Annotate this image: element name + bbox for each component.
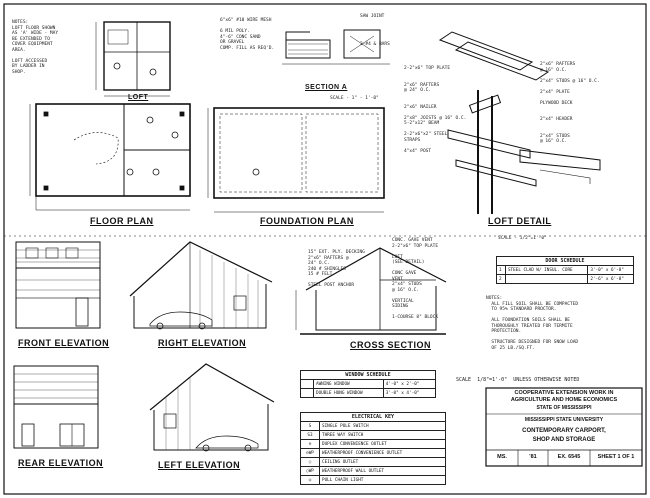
symbol-icon: ⊖ [300, 439, 320, 449]
electrical-desc: WEATHERPROOF CONVENIENCE OUTLET [319, 448, 446, 458]
drawing-scale: SCALE 1/8"=1'-0" UNLESS OTHERWISE NOTED [456, 377, 580, 383]
title-block-line3: STATE OF MISSISSIPPI [536, 405, 592, 411]
table-row: 2 2'-6" x 6'-8" [496, 274, 634, 284]
loft-title: LOFT [128, 94, 149, 101]
title-block-line6: SHOP AND STORAGE [532, 437, 596, 443]
title-block-line5: CONTEMPORARY CARPORT, [522, 428, 606, 434]
door-size: 2'-6" x 6'-8" [587, 274, 634, 284]
door-schedule-title: DOOR SCHEDULE [496, 256, 634, 266]
section-a-scale: SCALE - 1" - 1'-0" [330, 96, 379, 101]
title-block-rev: '81 [529, 454, 537, 460]
loft-detail-drawing [438, 31, 601, 214]
window-size: 3'-0" x 4'-0" [382, 388, 437, 398]
door-mark: 1 [496, 265, 506, 275]
symbol-icon: ○WP [300, 466, 320, 476]
general-notes: NOTES: ALL FILL SOIL SHALL BE COMPACTED … [486, 296, 579, 351]
title-block-plan-no: EX. 6545 [557, 454, 581, 460]
symbol-icon: ○ [300, 457, 320, 467]
window-mark [300, 379, 314, 389]
front-elevation-drawing [15, 241, 101, 329]
rear-elevation-title: REAR ELEVATION [18, 458, 104, 468]
foundation-plan-title: FOUNDATION PLAN [260, 216, 354, 226]
section-a-callouts: 6"x6" #10 WIRE MESH 6 MIL POLY. 4"-6" CO… [220, 18, 275, 51]
floor-plan-title: FLOOR PLAN [90, 216, 154, 226]
electrical-desc: THREE WAY SWITCH [319, 430, 446, 440]
electrical-desc: DUPLEX CONVENIENCE OUTLET [319, 439, 446, 449]
electrical-desc: WEATHERPROOF WALL OUTLET [319, 466, 446, 476]
electrical-key-title: ELECTRICAL KEY [300, 412, 446, 422]
title-block-ms: MS. [497, 454, 507, 460]
left-elevation-title: LEFT ELEVATION [158, 460, 241, 470]
table-row: ⊖DUPLEX CONVENIENCE OUTLET [300, 439, 446, 449]
electrical-desc: SINGLE POLE SWITCH [319, 421, 446, 431]
table-row: 1 STEEL CLAD W/ INSUL. CORE 3'-0" x 6'-8… [496, 265, 634, 275]
sheet-border [3, 3, 647, 495]
window-mark [300, 388, 314, 398]
symbol-icon: ⊖WP [300, 448, 320, 458]
loft-notes: NOTES: LOFT FLOOR SHOWN AS 'A' WIDE - MA… [12, 20, 59, 75]
window-desc: DOUBLE HUNG WINDOW [313, 388, 384, 398]
window-schedule: WINDOW SCHEDULE AWNING WINDOW 4'-0" x 2'… [300, 370, 437, 398]
table-row: DOUBLE HUNG WINDOW 3'-0" x 4'-0" [300, 388, 437, 398]
electrical-desc: PULL CHAIN LIGHT [319, 475, 446, 485]
symbol-icon: ◎ [300, 475, 320, 485]
window-desc: AWNING WINDOW [313, 379, 384, 389]
cross-section-right-notes: CONC. GAVE VENT 2-2"x6" TOP PLATE LOFT (… [392, 238, 439, 320]
window-schedule-title: WINDOW SCHEDULE [300, 370, 436, 380]
symbol-icon: S3 [300, 430, 320, 440]
floor-plan-drawing [29, 103, 191, 211]
loft-detail-notes: 2-2"x6" TOP PLATE 2"x6" RAFTERS @ 24" O.… [404, 66, 467, 154]
window-size: 4'-0" x 2'-0" [382, 379, 437, 389]
door-size: 3'-0" x 6'-8" [587, 265, 634, 275]
section-a-right-callouts: SAW JOINT 2-#4 & BARS [360, 14, 390, 47]
title-block-frame [485, 387, 643, 467]
right-elevation-title: RIGHT ELEVATION [158, 338, 247, 348]
cross-section-drawing [295, 247, 447, 335]
right-elevation-drawing [129, 241, 273, 330]
electrical-desc: CEILING OUTLET [319, 457, 446, 467]
loft-detail-title: LOFT DETAIL [488, 216, 552, 226]
loft-detail-notes-right: 2"x6" RAFTERS @ 16" O.C. 2"x4" STUDS @ 1… [540, 62, 600, 144]
title-block-sheet: SHEET 1 OF 1 [597, 454, 635, 460]
front-elevation-title: FRONT ELEVATION [18, 338, 110, 348]
foundation-plan-drawing [207, 107, 385, 213]
symbol-icon: S [300, 421, 320, 431]
loft-detail-scale: SCALE - 1/2"=1'-0" [498, 236, 547, 241]
title-block-line4: MISSISSIPPI STATE UNIVERSITY [524, 417, 604, 423]
door-desc: STEEL CLAD W/ INSUL. CORE [504, 265, 589, 275]
door-desc [504, 274, 589, 284]
title-block-line1: COOPERATIVE EXTENSION WORK IN [514, 390, 614, 396]
table-row: ◎PULL CHAIN LIGHT [300, 475, 446, 485]
cross-section-notes: 15" EXT. PLY. DECKING 2"x6" RAFTERS @ 24… [308, 250, 365, 288]
door-schedule: DOOR SCHEDULE 1 STEEL CLAD W/ INSUL. COR… [496, 256, 634, 284]
door-mark: 2 [496, 274, 506, 284]
table-row: ○CEILING OUTLET [300, 457, 446, 467]
table-row: AWNING WINDOW 4'-0" x 2'-0" [300, 379, 437, 389]
section-a-title: SECTION A [305, 84, 348, 91]
rear-elevation-drawing [13, 365, 99, 449]
left-elevation-drawing [149, 363, 275, 452]
title-block-line2: AGRICULTURE AND HOME ECONOMICS [510, 397, 618, 403]
loft-plan [95, 21, 171, 97]
section-a-detail [282, 29, 390, 65]
cross-section-title: CROSS SECTION [350, 340, 432, 350]
